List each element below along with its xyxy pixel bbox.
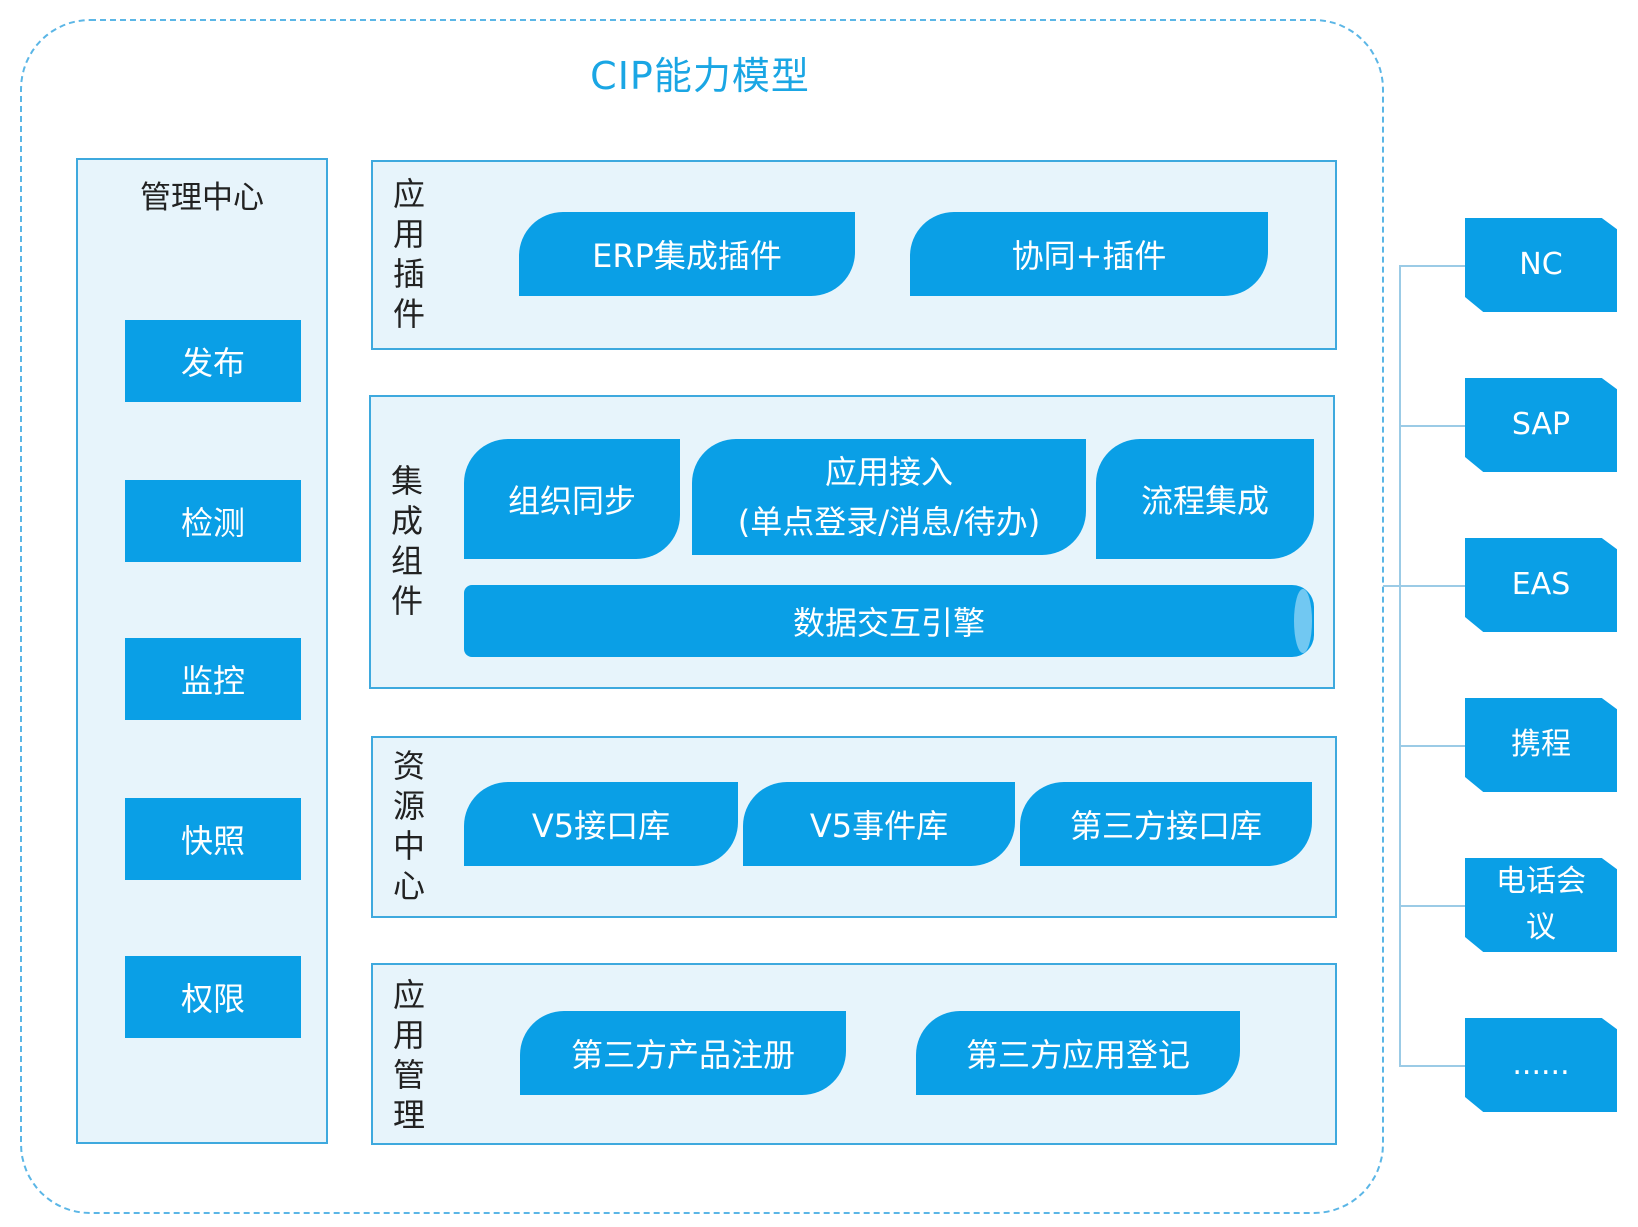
v5-interface-lib[interactable]: V5接口库 xyxy=(464,782,738,866)
erp-plugin[interactable]: ERP集成插件 xyxy=(519,212,855,296)
connector-sap xyxy=(1399,425,1465,427)
outer-boundary xyxy=(20,19,1384,1214)
system-eas[interactable]: EAS xyxy=(1465,538,1617,632)
process-integration[interactable]: 流程集成 xyxy=(1096,439,1314,559)
connector-nc xyxy=(1399,265,1465,267)
third-party-product-register[interactable]: 第三方产品注册 xyxy=(520,1011,846,1095)
app-plugins-label: 应用插件 xyxy=(392,175,425,333)
resource-center-label: 资源中心 xyxy=(392,747,425,905)
connector-stub xyxy=(1383,585,1400,587)
third-party-interface-lib[interactable]: 第三方接口库 xyxy=(1020,782,1312,866)
app-access[interactable]: 应用接入 (单点登录/消息/待办) xyxy=(692,439,1086,555)
snapshot-button[interactable]: 快照 xyxy=(125,798,301,880)
permission-button[interactable]: 权限 xyxy=(125,956,301,1038)
monitor-button[interactable]: 监控 xyxy=(125,638,301,720)
connector-more xyxy=(1399,1065,1465,1067)
system-conference[interactable]: 电话会议 xyxy=(1465,858,1617,952)
connector-eas xyxy=(1399,585,1465,587)
management-center-panel: 管理中心 发布 检测 监控 快照 权限 xyxy=(76,158,328,1144)
app-plugins-panel: 应用插件 ERP集成插件 协同+插件 xyxy=(371,160,1337,350)
detect-button[interactable]: 检测 xyxy=(125,480,301,562)
publish-button[interactable]: 发布 xyxy=(125,320,301,402)
connector-ctrip xyxy=(1399,745,1465,747)
connector-spine xyxy=(1399,265,1401,1065)
system-sap[interactable]: SAP xyxy=(1465,378,1617,472)
cylinder-end xyxy=(1294,589,1312,653)
system-nc[interactable]: NC xyxy=(1465,218,1617,312)
data-exchange-engine[interactable]: 数据交互引擎 xyxy=(464,585,1314,657)
integration-label: 集成组件 xyxy=(390,462,423,620)
system-more[interactable]: ...... xyxy=(1465,1018,1617,1112)
connector-conference xyxy=(1399,905,1465,907)
v5-event-lib[interactable]: V5事件库 xyxy=(743,782,1015,866)
collab-plugin[interactable]: 协同+插件 xyxy=(910,212,1268,296)
diagram-title: CIP能力模型 xyxy=(590,54,810,98)
resource-center-panel: 资源中心 V5接口库 V5事件库 第三方接口库 xyxy=(371,736,1337,918)
app-management-panel: 应用管理 第三方产品注册 第三方应用登记 xyxy=(371,963,1337,1145)
org-sync[interactable]: 组织同步 xyxy=(464,439,680,559)
third-party-app-register[interactable]: 第三方应用登记 xyxy=(916,1011,1240,1095)
system-ctrip[interactable]: 携程 xyxy=(1465,698,1617,792)
app-management-label: 应用管理 xyxy=(392,976,425,1134)
management-center-title: 管理中心 xyxy=(140,180,264,216)
